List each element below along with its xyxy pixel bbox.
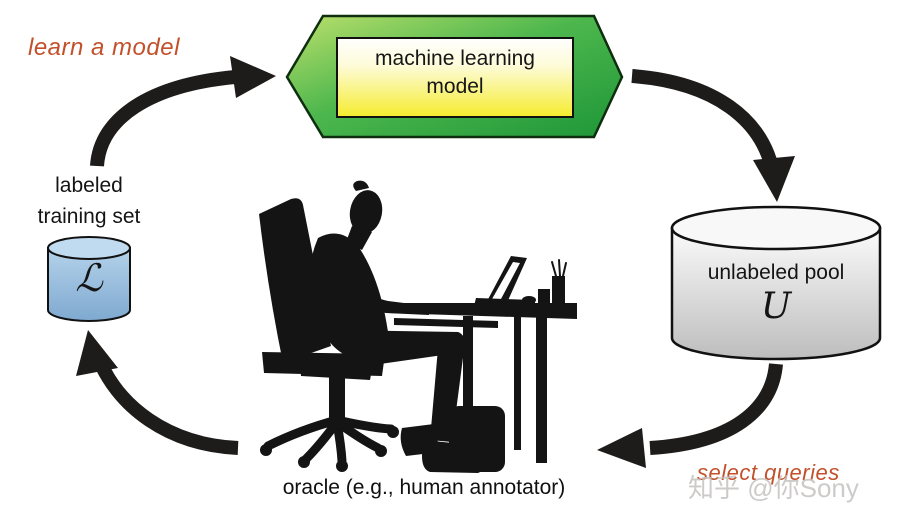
oracle-label: oracle (e.g., human annotator) [282,476,566,499]
unlabeled-database-cylinder-icon [670,205,882,361]
learn-a-model-label: learn a model [28,34,180,61]
cycle-arrow-icon-oracle-to-labeled [76,330,239,455]
person-at-desk-silhouette-icon [259,180,577,473]
cycle-arrow-icon-select-queries [597,363,783,468]
labeled-set-symbol: ℒ [75,256,103,300]
labeled-database-cylinder-icon [47,236,131,322]
cycle-arrow-icon-model-to-pool [631,69,795,202]
machine-learning-model-label: machine learning model [375,47,535,98]
cycle-arrow-icon-learn [90,56,276,167]
hexagon-node-icon [285,14,624,139]
labeled-training-set-label: labeled training set [37,174,141,228]
select-queries-label: select queries [697,460,840,485]
watermark-text: 知乎 @你Sony [688,473,859,503]
unlabeled-pool-label: unlabeled pool [707,261,845,284]
unlabeled-pool-symbol: U [760,286,792,327]
